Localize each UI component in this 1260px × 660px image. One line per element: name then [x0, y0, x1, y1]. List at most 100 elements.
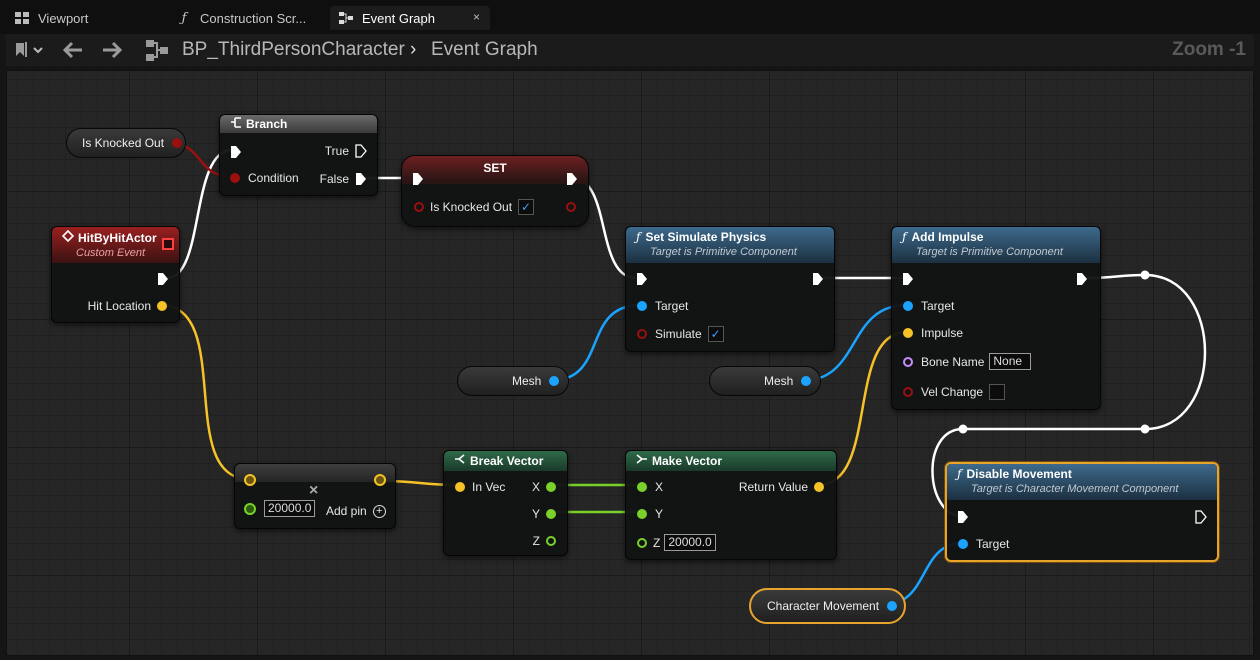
- close-icon[interactable]: ×: [472, 10, 480, 24]
- exec-in-pin[interactable]: [412, 172, 424, 186]
- breadcrumb-event-graph[interactable]: Event Graph: [431, 39, 538, 60]
- z-in-pin[interactable]: Z 20000.0: [637, 534, 716, 551]
- graph-toolbar: BP_ThirdPersonCharacter › Event Graph Zo…: [6, 34, 1254, 66]
- bone-name-pin[interactable]: Bone Name None: [903, 353, 1032, 370]
- multiply-vector-node[interactable]: × 20000.0 Add pin +: [234, 463, 396, 529]
- function-icon: ƒ: [957, 467, 962, 481]
- pin-label: Z: [653, 535, 661, 550]
- tab-label: Event Graph: [362, 10, 435, 26]
- exec-out-pin[interactable]: [1195, 510, 1207, 524]
- float-value-field[interactable]: 20000.0: [264, 500, 316, 517]
- break-vector-node[interactable]: Break Vector In Vec X Y Z: [443, 450, 568, 556]
- target-pin[interactable]: Target: [958, 537, 1009, 551]
- custom-event-node[interactable]: HitByHitActor Custom Event Hit Location: [51, 226, 180, 323]
- vector-pin-icon: [903, 328, 913, 338]
- exec-out-pin[interactable]: [812, 272, 824, 286]
- checkbox[interactable]: ✓: [518, 199, 535, 215]
- x-in-pin[interactable]: X: [637, 480, 663, 494]
- getter-label: Mesh: [764, 374, 794, 388]
- node-subtitle: Target is Primitive Component: [650, 246, 797, 258]
- add-pin-button[interactable]: Add pin +: [326, 504, 386, 518]
- blueprint-graph-icon: [146, 40, 170, 61]
- bool-out-pin[interactable]: [566, 202, 576, 212]
- vector-pin-icon: [374, 474, 386, 486]
- exec-in-pin[interactable]: [230, 145, 242, 159]
- pin-label: Y: [531, 507, 540, 521]
- exec-in-pin[interactable]: [636, 272, 648, 286]
- z-out-pin[interactable]: Z: [533, 534, 556, 548]
- checkbox[interactable]: [989, 384, 1006, 400]
- vector-out-pin[interactable]: [374, 474, 386, 486]
- exec-in-pin[interactable]: [957, 510, 969, 524]
- in-vec-pin[interactable]: In Vec: [455, 480, 505, 494]
- exec-pin-icon: [958, 511, 968, 523]
- tab-viewport[interactable]: Viewport: [6, 6, 166, 30]
- make-vector-node[interactable]: Make Vector X Return Value Y Z 20000.0: [625, 450, 837, 560]
- branch-node[interactable]: Branch True Condition False: [219, 114, 378, 196]
- pin-label: Return Value: [738, 480, 808, 494]
- exec-in-pin[interactable]: [902, 272, 914, 286]
- object-pin-icon[interactable]: [801, 376, 812, 386]
- y-in-pin[interactable]: Y: [637, 507, 663, 521]
- true-pin[interactable]: True: [325, 144, 367, 158]
- back-arrow-icon[interactable]: [62, 40, 84, 60]
- exec-pin-icon: [413, 173, 423, 185]
- bookmark-dropdown-button[interactable]: [14, 40, 44, 60]
- forward-arrow-icon[interactable]: [101, 40, 123, 60]
- vel-change-pin[interactable]: Vel Change: [903, 384, 1006, 400]
- exec-out-pin[interactable]: [1076, 272, 1088, 286]
- pin-label: Impulse: [921, 326, 964, 340]
- float-pin-icon: [637, 537, 647, 548]
- object-pin-icon[interactable]: [549, 376, 560, 386]
- condition-pin[interactable]: Condition: [230, 171, 299, 185]
- exec-pin-icon: [158, 273, 168, 285]
- bool-pin-icon: [637, 329, 647, 339]
- pin-label: Hit Location: [87, 299, 151, 313]
- impulse-pin[interactable]: Impulse: [903, 326, 963, 340]
- getter-label: Character Movement: [767, 599, 880, 613]
- remove-pin-icon[interactable]: ×: [309, 482, 319, 499]
- object-pin-icon[interactable]: [887, 601, 898, 611]
- pin-label: X: [655, 480, 664, 494]
- simulate-pin[interactable]: Simulate ✓: [637, 326, 724, 342]
- name-pin-icon: [903, 356, 913, 367]
- float-pin-icon: [546, 482, 556, 492]
- pin-label: Add pin: [326, 504, 367, 518]
- event-icon: [61, 229, 75, 245]
- is-knocked-out-pin[interactable]: Is Knocked Out ✓: [414, 199, 535, 215]
- tab-event-graph[interactable]: Event Graph ×: [330, 6, 490, 30]
- z-value-field[interactable]: 20000.0: [664, 534, 716, 551]
- bool-pin-icon[interactable]: [172, 138, 183, 148]
- breadcrumb-blueprint[interactable]: BP_ThirdPersonCharacter: [182, 39, 405, 60]
- grid-icon: [14, 10, 30, 26]
- tab-bar: Viewport ƒ Construction Scr... Event Gra…: [0, 0, 1260, 34]
- hit-location-pin[interactable]: Hit Location: [88, 299, 167, 313]
- bone-name-field[interactable]: None: [989, 353, 1032, 370]
- function-icon: ƒ: [902, 230, 907, 244]
- is-knocked-out-getter[interactable]: Is Knocked Out: [66, 128, 186, 158]
- float-in-pin[interactable]: 20000.0: [244, 500, 316, 517]
- pin-label: True: [324, 144, 349, 158]
- node-title: Add Impulse: [911, 230, 984, 244]
- float-pin-icon: [637, 509, 647, 519]
- delegate-pin-icon[interactable]: [162, 238, 174, 250]
- return-value-pin[interactable]: Return Value: [739, 480, 824, 494]
- character-movement-getter[interactable]: Character Movement: [749, 588, 906, 624]
- vector-in-pin[interactable]: [244, 474, 256, 486]
- x-out-pin[interactable]: X: [532, 480, 556, 494]
- checkbox[interactable]: ✓: [707, 326, 724, 342]
- object-pin-icon: [958, 539, 968, 549]
- exec-out-pin[interactable]: [157, 272, 169, 286]
- target-pin[interactable]: Target: [903, 299, 954, 313]
- set-variable-node[interactable]: SET Is Knocked Out ✓: [401, 155, 589, 227]
- mesh-getter[interactable]: Mesh: [457, 366, 569, 396]
- target-pin[interactable]: Target: [637, 299, 688, 313]
- false-pin[interactable]: False: [320, 172, 367, 186]
- mesh-getter[interactable]: Mesh: [709, 366, 821, 396]
- exec-out-pin[interactable]: [566, 172, 578, 186]
- y-out-pin[interactable]: Y: [532, 507, 556, 521]
- tab-construction-script[interactable]: ƒ Construction Scr...: [168, 6, 328, 30]
